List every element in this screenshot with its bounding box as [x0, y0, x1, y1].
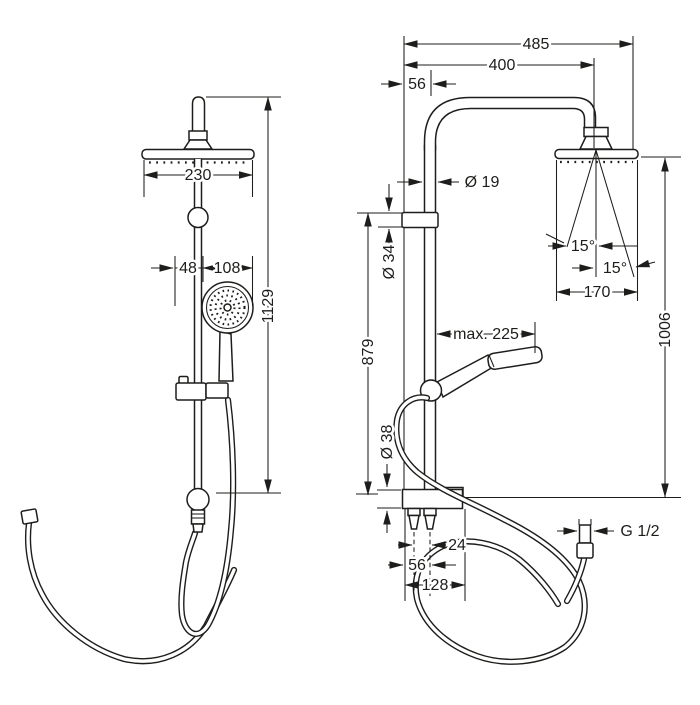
dim-hand-shower-diameter: 108 — [214, 260, 241, 277]
dim-bracket-diameter: Ø 34 — [381, 245, 398, 280]
dim-spray-angle-left: 15° — [571, 238, 595, 255]
bar-outlet-fitting-front — [190, 509, 206, 533]
hose-thread-stub-side — [578, 524, 592, 544]
dim-head-depth: 170 — [584, 284, 611, 301]
dim-head-height: 1006 — [657, 312, 674, 348]
head-nut-front — [188, 130, 208, 141]
dim-wall-offset: 56 — [408, 76, 426, 93]
dim-outlet-spacing: 24 — [448, 537, 466, 554]
slider-bracket-front — [175, 375, 229, 401]
head-cone-front — [182, 139, 214, 150]
dim-escutcheon-diameter: Ø 38 — [379, 425, 396, 460]
dim-max-hose-reach: max. 225 — [453, 326, 519, 343]
hose-end-cap-front — [20, 508, 39, 525]
shower-arm-side — [423, 96, 597, 151]
bar-end-ball-front — [186, 487, 210, 512]
pipe-top-front — [191, 96, 206, 134]
hose-nut-side — [576, 542, 594, 559]
side-view: 485 400 56 Ø 19 Ø 34 879 — [356, 34, 681, 665]
overhead-shower-front — [141, 148, 255, 160]
hand-shower-front — [201, 281, 254, 382]
shower-bar-front — [187, 158, 209, 490]
dim-overall-height: 1129 — [260, 289, 277, 324]
hose-front — [20, 396, 238, 665]
hand-shower-handle-side — [436, 353, 494, 399]
hand-shower-handle-front — [218, 330, 234, 382]
hose-side — [393, 394, 594, 665]
dim-spray-angle-right: 15° — [603, 260, 627, 277]
hand-shower-side — [419, 345, 543, 402]
dim-projection-overall: 485 — [523, 36, 550, 53]
dim-pipe-diameter: Ø 19 — [465, 174, 500, 191]
dim-outlet-offset: 56 — [408, 557, 426, 574]
front-dimensions: 230 48 108 1129 — [143, 96, 281, 494]
dim-head-width: 230 — [185, 167, 212, 184]
hand-shower-head-side — [487, 345, 543, 371]
spray-angle-lines — [566, 149, 635, 278]
dim-bar-height: 879 — [360, 339, 377, 366]
dim-hand-shower-offset: 48 — [179, 260, 197, 277]
riser-pipe-side — [423, 144, 437, 491]
wall-bracket-side — [401, 211, 439, 229]
front-view: 230 48 108 1129 — [20, 96, 281, 665]
dim-hose-thread: G 1/2 — [620, 523, 659, 540]
dim-base-width: 128 — [422, 577, 449, 594]
bar-ring-front — [187, 206, 209, 229]
dim-arm-projection: 400 — [489, 57, 516, 74]
supply-outlets — [407, 507, 437, 530]
side-dimensions: 485 400 56 Ø 19 Ø 34 879 — [356, 34, 681, 601]
